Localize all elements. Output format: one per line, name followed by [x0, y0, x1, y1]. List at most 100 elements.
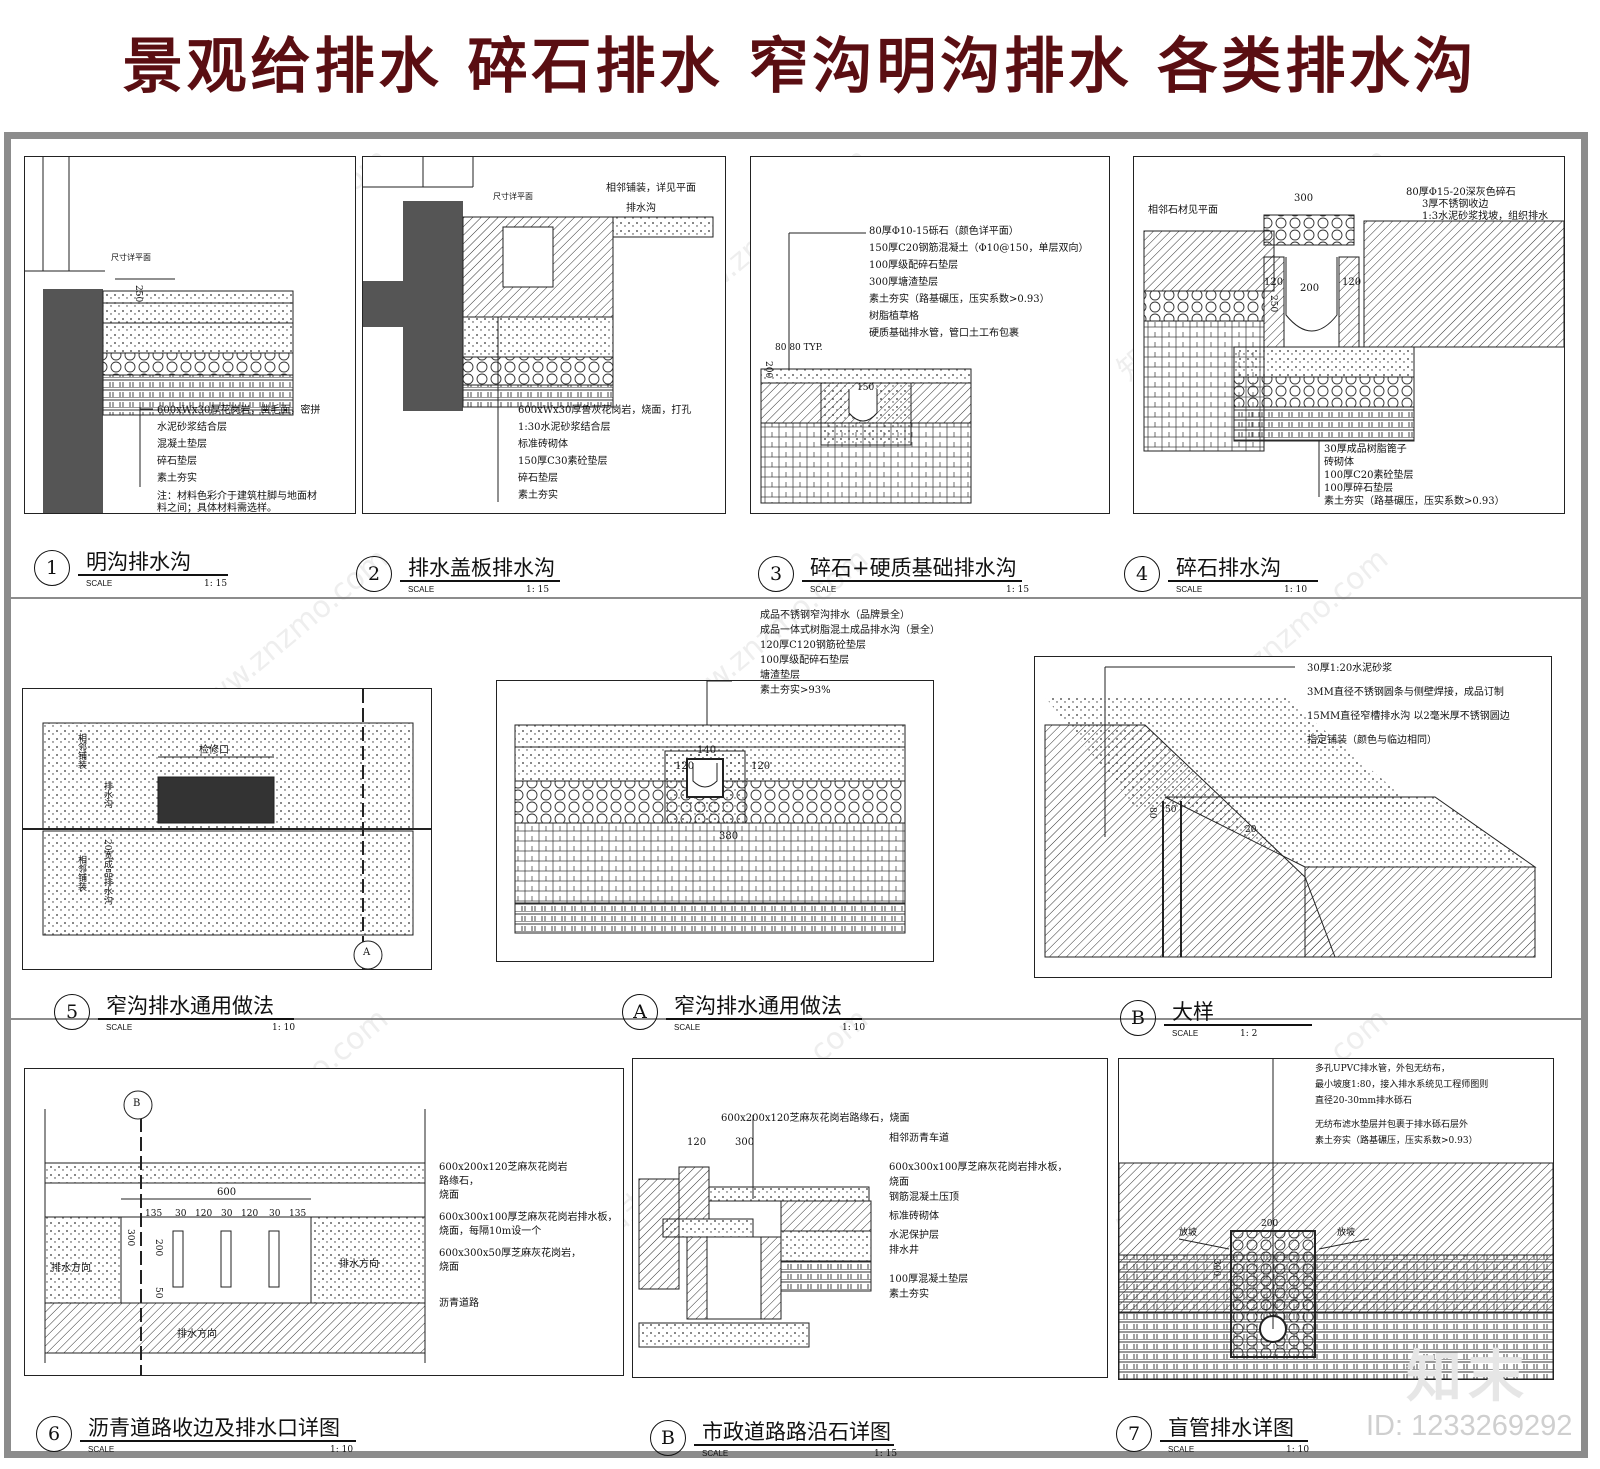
detail-caption-6: 6 沥青道路收边及排水口详图 SCALE 1: 10: [36, 1412, 366, 1458]
dim-label: 120: [1264, 277, 1284, 288]
detail-title: 明沟排水沟: [86, 550, 191, 574]
detail-title: 盲管排水详图: [1168, 1416, 1294, 1440]
dim-label: 135: [145, 1209, 163, 1219]
detail-panel-B-curb: 600x200x120芝麻灰花岗岩路缘石，烧面 120 300 相邻沥青车道 6…: [632, 1058, 1108, 1378]
scale-ratio: 1: 10: [272, 1023, 296, 1033]
detail-panel-7: 放坡 放坡 200 300 多孔UPVC排水管，外包无纺布， 最小坡度1:80，…: [1118, 1058, 1554, 1380]
section-drawing-3: [760, 232, 972, 504]
scale-label: SCALE: [1168, 1445, 1195, 1454]
detail-title: 沥青道路收边及排水口详图: [88, 1416, 340, 1440]
dim-label: 120: [751, 761, 771, 772]
callout-label: 1:3水泥砂浆找坡，组织排水: [1422, 211, 1549, 222]
detail-number: 3: [758, 556, 794, 592]
dim-label: 300: [735, 1137, 755, 1148]
dim-label: 250: [1268, 295, 1278, 313]
detail-caption-2: 2 排水盖板排水沟 SCALE 1: 15: [356, 552, 566, 598]
note-line: 素土夯实: [157, 473, 197, 484]
page-title: 景观给排水 碎石排水 窄沟明沟排水 各类排水沟: [122, 32, 1478, 102]
dim-label: 80: [1147, 807, 1157, 819]
note-line: 3MM直径不锈钢圆条与侧壁焊接，成品订制: [1307, 687, 1504, 698]
note-line: 1:30水泥砂浆结合层: [518, 422, 611, 433]
note-line: 120厚C120钢筋砼垫层: [760, 640, 866, 651]
dim-label: 80 80 TYP.: [775, 343, 823, 353]
note-line: 烧面: [439, 1262, 459, 1273]
dim-label: 尺寸详平面: [493, 192, 533, 201]
detail-caption-1: 1 明沟排水沟 SCALE 1: 15: [34, 546, 234, 592]
note-line: 600x300x100厚芝麻灰花岗岩排水板，: [439, 1212, 618, 1223]
note-line: 150厚C30素砼垫层: [518, 456, 608, 467]
note-list: 600x200x120芝麻灰花岗岩 路缘石， 烧面 600x300x100厚芝麻…: [439, 1161, 618, 1311]
dim-label: 50: [153, 1287, 163, 1299]
note-line: 600xWx30厚鲁灰花岗岩，烧面，打孔: [518, 405, 692, 416]
callout-label: 600x200x120芝麻灰花岗岩路缘石，烧面: [721, 1113, 910, 1124]
scale-label: SCALE: [810, 585, 837, 594]
dim-label: 200: [763, 361, 773, 379]
note-line: 烧面: [439, 1190, 459, 1201]
note-line: 注：材料色彩介于建筑柱脚与地面材: [157, 491, 317, 502]
note-line: 沥青道路: [439, 1298, 479, 1309]
note-line: 树脂植草格: [869, 311, 919, 322]
section-drawing-1: [25, 157, 355, 513]
dim-label: 200: [153, 1239, 163, 1257]
detail-panel-3: 80 80 TYP. 150 200 80厚Φ10-15砾石（颜色详平面） 15…: [750, 156, 1110, 514]
scale-ratio: 1: 10: [330, 1445, 354, 1455]
dim-label: 200: [1261, 1219, 1279, 1229]
note-line: 烧面，每隔10m设一个: [439, 1226, 542, 1237]
slope-label: 放坡: [1179, 1228, 1198, 1238]
scale-label: SCALE: [1172, 1029, 1199, 1038]
note-line: 100厚级配碎石垫层: [760, 655, 850, 666]
dim-label: 150: [857, 383, 875, 393]
dim-label: 140: [697, 745, 717, 756]
note-line: 600x300x100厚芝麻灰花岗岩排水板，: [889, 1162, 1068, 1173]
dim-label: 380: [719, 831, 739, 842]
note-line: 30厚1:20水泥砂浆: [1307, 663, 1393, 674]
dim-label: 300: [1211, 1259, 1221, 1277]
dim-label: 600: [217, 1187, 237, 1198]
note-list: 30厚成品树脂篦子 砖砌体 100厚C20素砼垫层 100厚碎石垫层 素土夯实（…: [1324, 443, 1505, 508]
dim-label: 120: [687, 1137, 707, 1148]
note-line: 300厚塘渣垫层: [869, 277, 939, 288]
scale-ratio: 1: 15: [526, 585, 550, 595]
plan-label: 排水沟: [102, 781, 112, 808]
note-line: 碎石垫层: [157, 456, 197, 467]
note-line: 100厚C20素砼垫层: [1324, 470, 1414, 481]
slope-label: 放坡: [1337, 1228, 1356, 1238]
detail-title: 市政道路路沿石详图: [702, 1420, 891, 1444]
callout-label: 相邻铺装，详见平面: [606, 183, 696, 194]
note-line: 水泥砂浆结合层: [157, 422, 227, 433]
note-line: 混凝土垫层: [157, 439, 207, 450]
scale-label: SCALE: [408, 585, 435, 594]
note-line: 指定铺装（颜色与临边相同）: [1307, 735, 1437, 746]
detail-caption-4: 4 碎石排水沟 SCALE 1: 10: [1124, 552, 1324, 598]
dim-label: 50: [1165, 805, 1177, 815]
scale-label: SCALE: [702, 1449, 729, 1458]
dim-label: 120: [675, 761, 695, 772]
detail-title: 碎石+硬质基础排水沟: [810, 556, 1017, 580]
note-line: 30厚成品树脂篦子: [1324, 444, 1407, 455]
scale-ratio: 1: 2: [1240, 1029, 1258, 1039]
detail-caption-A: A 窄沟排水通用做法 SCALE 1: 10: [622, 990, 872, 1036]
detail-panel-5: 检修口 相邻铺装 排水沟 20宽成品排水沟 相邻铺装 A: [22, 688, 432, 970]
note-line: 相邻沥青车道: [889, 1133, 949, 1144]
note-line: 80厚Φ10-15砾石（颜色详平面）: [869, 226, 1019, 237]
note-line: 素土夯实>93%: [760, 685, 831, 696]
detail-caption-7: 7 盲管排水详图 SCALE 1: 10: [1116, 1412, 1316, 1458]
section-drawing-A: [514, 681, 906, 934]
detail-number: 6: [36, 1416, 72, 1452]
note-line: 100厚混凝土垫层: [889, 1274, 969, 1285]
brand-logo: 知末: [1406, 1345, 1530, 1410]
note-line: 料之间；具体材料需选样。: [157, 503, 277, 514]
note-list-A: 成品不锈钢窄沟排水（品牌景全） 成品一体式树脂混土成品排水沟（景全） 120厚C…: [760, 608, 940, 698]
detail-title: 排水盖板排水沟: [408, 556, 555, 580]
scale-ratio: 1: 10: [1286, 1445, 1310, 1455]
detail-caption-3: 3 碎石+硬质基础排水沟 SCALE 1: 15: [758, 552, 1038, 598]
detail-panel-B-large: 50 80 20 30厚1:20水泥砂浆 3MM直径不锈钢圆条与侧壁焊接，成品订…: [1034, 656, 1552, 978]
detail-number: B: [1120, 1000, 1156, 1036]
detail-title: 大样: [1172, 1000, 1214, 1024]
dim-label: 30: [269, 1209, 281, 1219]
note-line: 直径20-30mm排水砾石: [1315, 1096, 1413, 1106]
detail-title: 窄沟排水通用做法: [674, 994, 842, 1018]
scale-ratio: 1: 15: [874, 1449, 898, 1459]
scale-label: SCALE: [674, 1023, 701, 1032]
dim-label: 30: [221, 1209, 233, 1219]
